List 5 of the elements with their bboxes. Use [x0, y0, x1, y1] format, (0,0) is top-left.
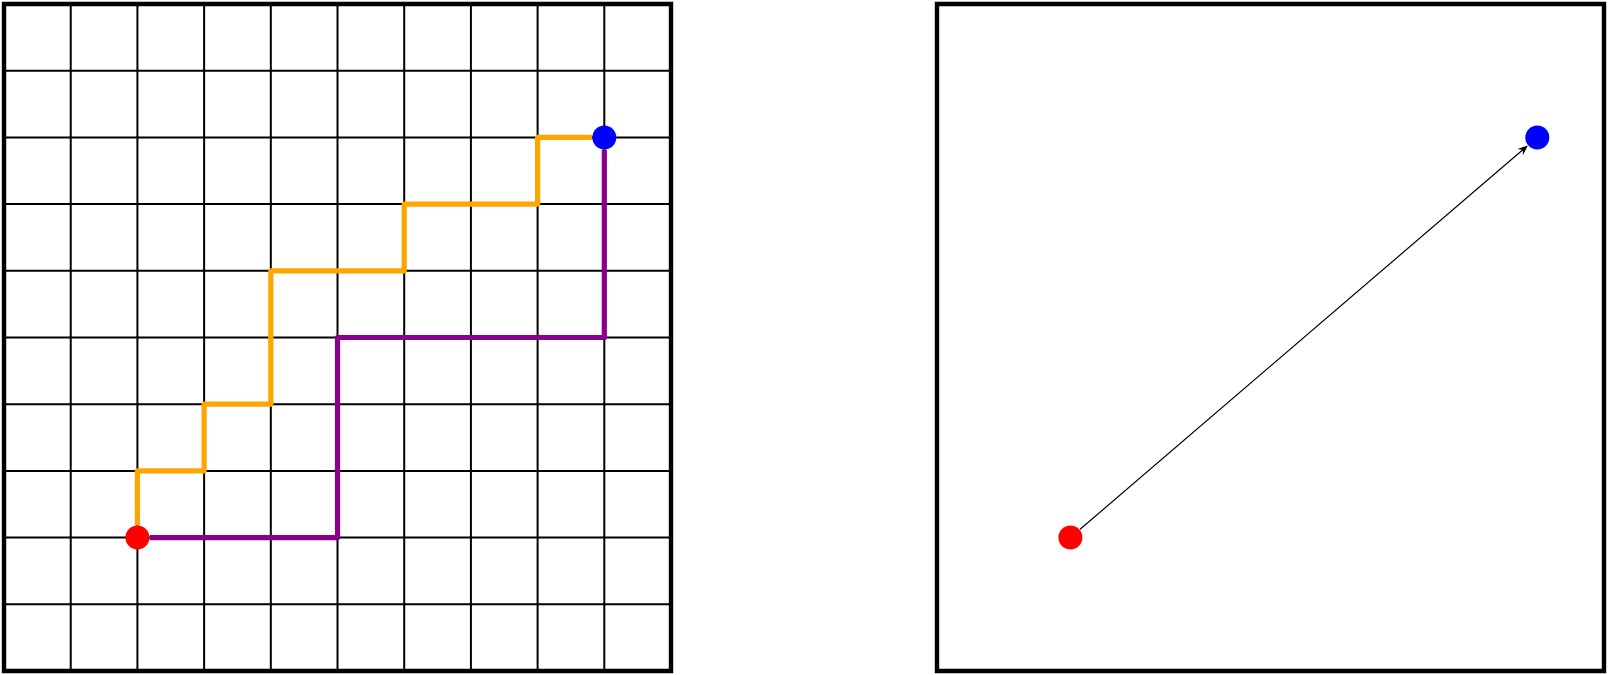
- dot: [1525, 125, 1550, 150]
- dot: [1058, 525, 1083, 550]
- dot: [125, 525, 150, 550]
- dot: [592, 125, 617, 150]
- arrow: [1079, 145, 1528, 531]
